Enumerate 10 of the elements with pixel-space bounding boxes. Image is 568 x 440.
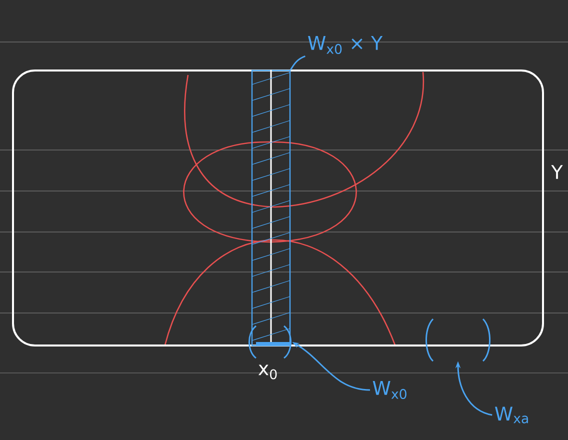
hatched-strip [251, 70, 291, 346]
leader-text: W$_{x0}$ [372, 381, 406, 399]
leader-text: W$_{xa}$ [494, 406, 528, 424]
neighborhood-bracket [426, 318, 490, 362]
leader-line [290, 55, 306, 70]
point-label: x$_{0}$ [258, 364, 277, 380]
neighborhood-bracket [248, 325, 292, 359]
leader-text: W$_{x0}$ × Y [308, 36, 383, 54]
region-outline [12, 70, 544, 346]
region-label: Y [551, 165, 563, 179]
